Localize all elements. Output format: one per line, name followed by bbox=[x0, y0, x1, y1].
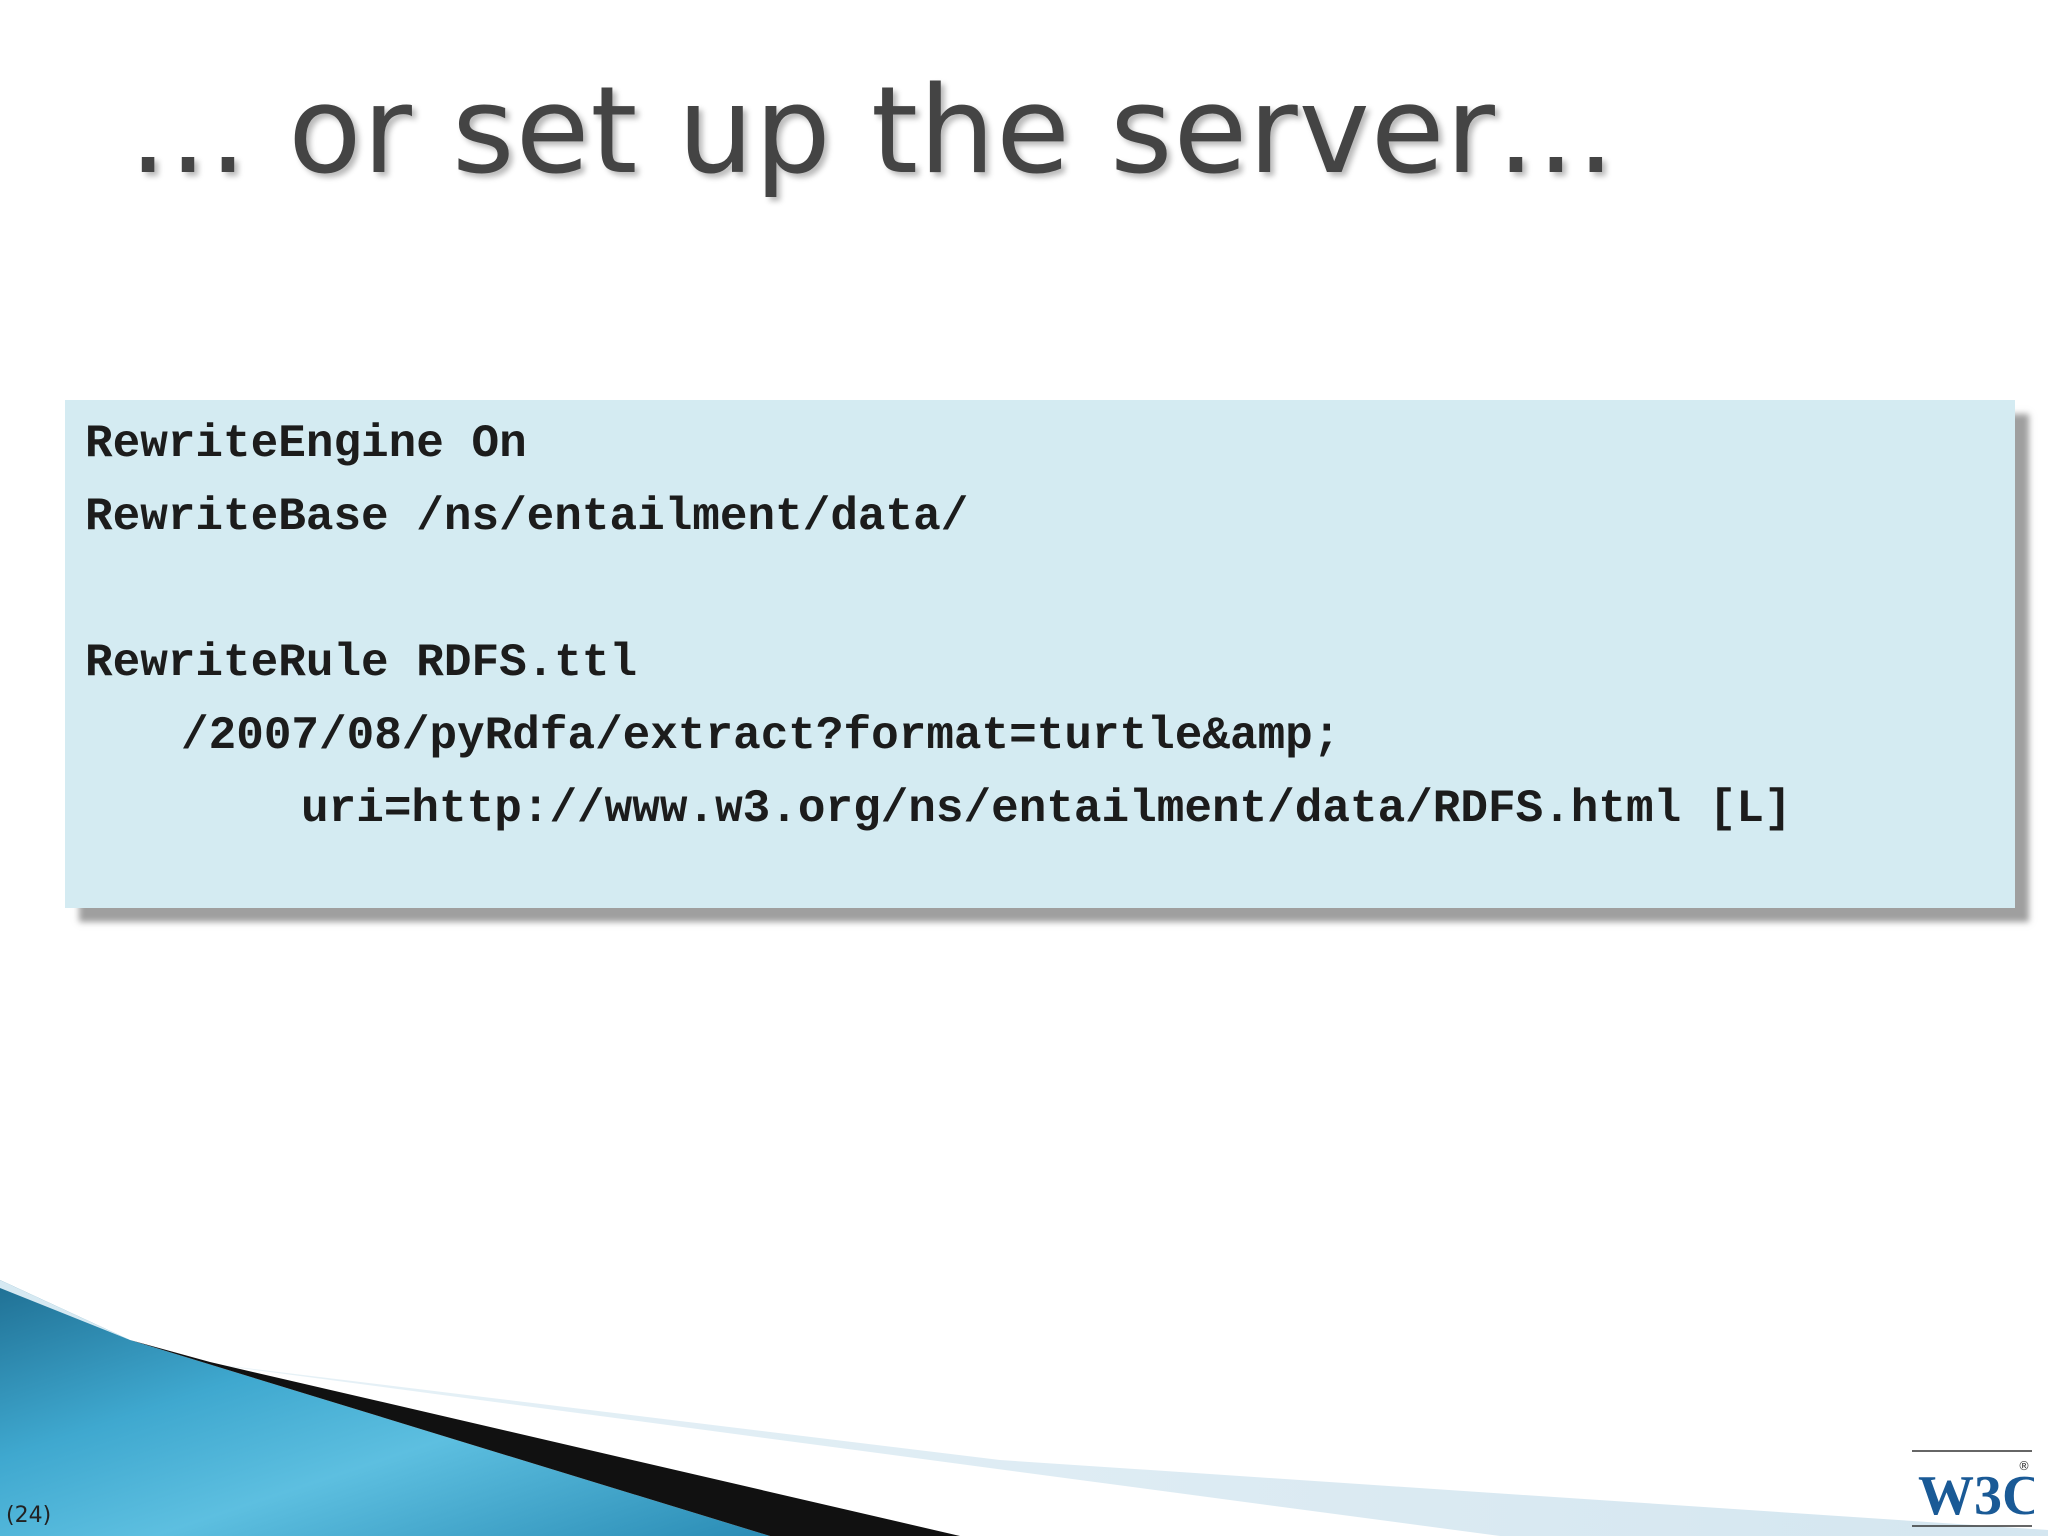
w3c-logo-text: W3C bbox=[1918, 1465, 2034, 1527]
code-line: RewriteRule RDFS.ttl bbox=[85, 637, 638, 689]
footer-swoosh bbox=[0, 1280, 2048, 1536]
registered-mark: ® bbox=[2018, 1459, 2030, 1473]
code-block: RewriteEngine On RewriteBase /ns/entailm… bbox=[65, 400, 2015, 908]
code-line: uri=http://www.w3.org/ns/entailment/data… bbox=[301, 783, 1792, 835]
slide-title: … or set up the server… bbox=[128, 62, 1617, 201]
w3c-logo: W3C ® bbox=[1912, 1450, 2034, 1527]
slide-number: (24) bbox=[6, 1503, 52, 1528]
code-line: RewriteEngine On bbox=[85, 418, 527, 470]
code-line: RewriteBase /ns/entailment/data/ bbox=[85, 491, 969, 543]
code-line: /2007/08/pyRdfa/extract?format=turtle&am… bbox=[181, 710, 1341, 762]
code-line-blank bbox=[85, 554, 2015, 627]
